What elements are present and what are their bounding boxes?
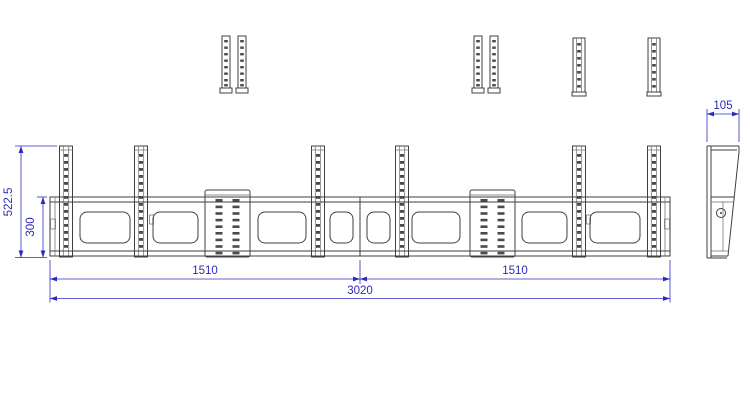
dim-span-right: 1510 [360, 260, 671, 303]
pivot-bolt [716, 208, 726, 218]
dim-span-left: 1510 [49, 260, 361, 303]
rail-end-latch-right [664, 218, 670, 230]
dim-rail-height: 300 [25, 196, 47, 258]
center-plate-right [469, 189, 516, 258]
dim-label-overall-height: 522.5 [3, 188, 15, 217]
dim-label-span-right: 1510 [502, 265, 528, 277]
front-view [49, 35, 671, 258]
upper-bracket-single-2 [646, 37, 662, 97]
dim-depth: 105 [706, 100, 740, 142]
rail-end-latch-left [50, 218, 56, 230]
dim-label-overall-width: 3020 [347, 285, 373, 297]
dim-label-rail-height: 300 [25, 217, 37, 236]
dim-overall-height: 522.5 [3, 145, 57, 258]
dim-label-depth: 105 [713, 100, 732, 112]
upper-bracket-pair-right [471, 35, 501, 94]
center-plate-left [204, 189, 251, 258]
wall-rail [49, 196, 671, 257]
side-view [706, 145, 740, 259]
dim-overall-width: 3020 [50, 285, 670, 301]
upper-bracket-single-1 [571, 37, 587, 97]
dim-label-span-left: 1510 [192, 265, 218, 277]
upper-bracket-pair-left [219, 35, 249, 94]
rail-slots [79, 211, 641, 244]
